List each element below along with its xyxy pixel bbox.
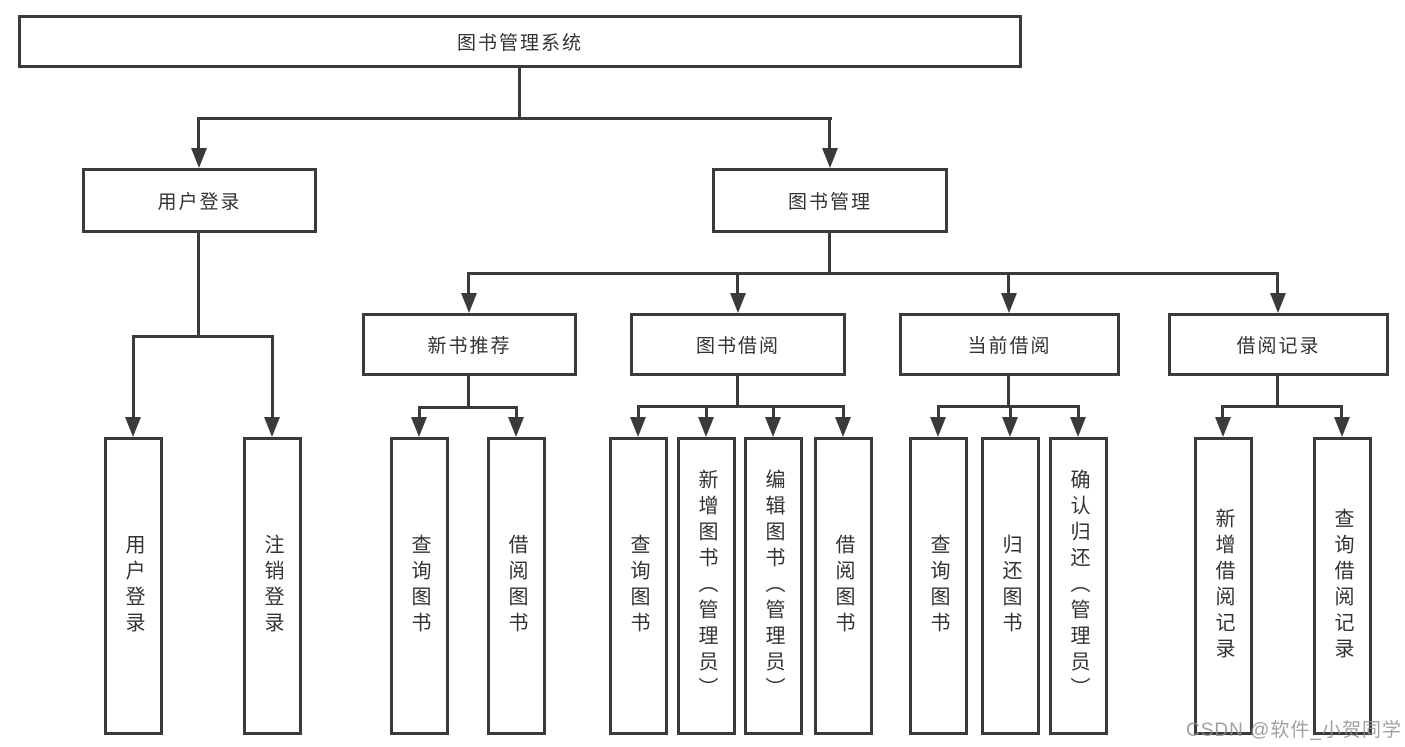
node-label: 图书管理系统	[456, 33, 583, 54]
node-label: 图书借阅	[695, 336, 780, 357]
arrow-down-icon	[835, 417, 851, 437]
arrow-down-icon	[1270, 293, 1286, 313]
connector-line	[1221, 406, 1224, 420]
node-library-management-system: 图书管理系统	[18, 15, 1022, 68]
connector-line	[772, 406, 775, 420]
node-add-borrow-record: 新增借阅记录	[1194, 437, 1253, 735]
connector-line	[197, 118, 200, 152]
arrow-down-icon	[822, 148, 838, 168]
connector-line	[828, 233, 831, 273]
node-query-books-recommend: 查询图书	[390, 437, 449, 735]
node-user-login: 用户登录	[82, 168, 317, 233]
connector-line	[637, 405, 845, 408]
connector-line	[937, 405, 1080, 408]
node-label: 确认归还（管理员）	[1067, 469, 1089, 703]
connector-line	[828, 118, 831, 152]
node-label: 借阅图书	[832, 534, 854, 638]
node-current-borrowing: 当前借阅	[899, 313, 1120, 376]
node-label: 查询图书	[627, 534, 649, 638]
node-query-books-current: 查询图书	[909, 437, 968, 735]
arrow-down-icon	[630, 417, 646, 437]
connector-line	[418, 407, 421, 420]
node-book-borrowing: 图书借阅	[630, 313, 846, 376]
connector-line	[467, 376, 470, 407]
node-logout: 注销登录	[243, 437, 302, 735]
connector-line	[197, 233, 200, 336]
node-label: 图书管理	[787, 192, 872, 213]
connector-line	[271, 336, 274, 420]
arrow-down-icon	[1001, 293, 1017, 313]
connector-line	[132, 336, 135, 420]
connector-line	[515, 407, 518, 420]
node-edit-books-admin: 编辑图书（管理员）	[744, 437, 803, 735]
arrow-down-icon	[411, 417, 427, 437]
arrow-down-icon	[1070, 417, 1086, 437]
node-label: 注销登录	[261, 534, 283, 638]
connector-line	[1009, 406, 1012, 420]
node-label: 用户登录	[122, 534, 144, 638]
arrow-down-icon	[730, 293, 746, 313]
node-label: 查询图书	[408, 534, 430, 638]
arrow-down-icon	[125, 417, 141, 437]
connector-line	[132, 335, 274, 338]
node-label: 借阅图书	[505, 534, 527, 638]
connector-line	[1276, 376, 1279, 406]
arrow-down-icon	[508, 417, 524, 437]
connector-line	[197, 117, 832, 120]
connector-line	[705, 406, 708, 420]
node-label: 编辑图书（管理员）	[762, 469, 784, 703]
connector-line	[467, 272, 1279, 275]
watermark-text: CSDN @软件_小贺同学	[1186, 720, 1402, 741]
connector-line	[418, 406, 518, 409]
node-label: 新增借阅记录	[1212, 508, 1234, 664]
connector-line	[1077, 406, 1080, 420]
arrow-down-icon	[264, 417, 280, 437]
arrow-down-icon	[930, 417, 946, 437]
arrow-down-icon	[191, 148, 207, 168]
node-borrow-books-borrowing: 借阅图书	[814, 437, 873, 735]
connector-line	[1340, 406, 1343, 420]
node-query-books-borrowing: 查询图书	[609, 437, 668, 735]
connector-line	[637, 406, 640, 420]
node-label: 查询借阅记录	[1331, 508, 1353, 664]
connector-line	[736, 376, 739, 406]
node-label: 当前借阅	[967, 336, 1052, 357]
node-user-login-action: 用户登录	[104, 437, 163, 735]
arrow-down-icon	[1334, 417, 1350, 437]
node-return-books: 归还图书	[981, 437, 1040, 735]
node-label: 查询图书	[927, 534, 949, 638]
connector-line	[467, 273, 470, 297]
node-book-management: 图书管理	[712, 168, 948, 233]
node-label: 新增图书（管理员）	[695, 469, 717, 703]
node-label: 用户登录	[157, 192, 242, 213]
node-label: 归还图书	[999, 534, 1021, 638]
arrow-down-icon	[765, 417, 781, 437]
connector-line	[937, 406, 940, 420]
connector-line	[1221, 405, 1343, 408]
node-label: 新书推荐	[427, 336, 512, 357]
node-query-borrow-record: 查询借阅记录	[1313, 437, 1372, 735]
arrow-down-icon	[1215, 417, 1231, 437]
connector-line	[1276, 273, 1279, 297]
connector-line	[736, 273, 739, 297]
node-new-book-recommendation: 新书推荐	[362, 313, 577, 376]
node-add-books-admin: 新增图书（管理员）	[677, 437, 736, 735]
arrow-down-icon	[1002, 417, 1018, 437]
arrow-down-icon	[461, 293, 477, 313]
node-confirm-return-admin: 确认归还（管理员）	[1049, 437, 1108, 735]
connector-line	[1007, 376, 1010, 406]
node-label: 借阅记录	[1236, 336, 1321, 357]
connector-line	[518, 68, 521, 118]
connector-line	[1007, 273, 1010, 297]
arrow-down-icon	[698, 417, 714, 437]
node-borrow-books-recommend: 借阅图书	[487, 437, 546, 735]
connector-line	[842, 406, 845, 420]
node-borrowing-records: 借阅记录	[1168, 313, 1389, 376]
